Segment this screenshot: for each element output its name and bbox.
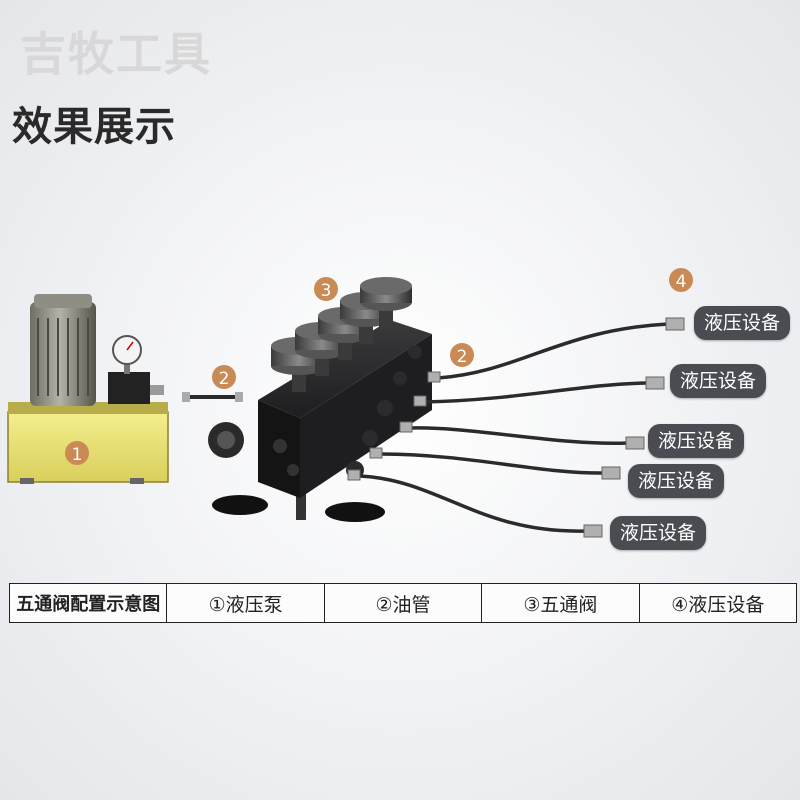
marker-1-label: 1: [72, 445, 83, 465]
oil-hoses: [359, 322, 669, 533]
legend-item-pump: ①液压泵: [167, 584, 325, 622]
valve-knob: [360, 277, 412, 328]
hose-to-equipment-2: [423, 381, 649, 404]
hose-to-equipment-3: [409, 426, 629, 446]
pump-motor-cap: [34, 294, 92, 308]
valve-knobs: [271, 277, 412, 392]
equipment-label: 液压设备: [694, 306, 791, 340]
short-hose: 2: [182, 365, 243, 402]
legend-item-valve: ③五通阀: [482, 584, 640, 622]
equipment-label: 液压设备: [628, 464, 725, 498]
equipment-label: 液压设备: [648, 424, 745, 458]
equipment-label: 液压设备: [670, 364, 767, 398]
valve-foot-left: [212, 495, 268, 515]
valve-foot-right: [325, 502, 385, 522]
marker-2-right-badge: [450, 343, 474, 367]
pump-motor: [30, 302, 96, 406]
marker-4-label: 4: [676, 272, 687, 292]
legend-title: 五通阀配置示意图: [10, 584, 168, 622]
five-way-valve: 3: [208, 277, 432, 522]
valve-top-face: [258, 320, 432, 418]
hose-to-equipment-1: [437, 322, 669, 380]
pump-tank: [7, 411, 169, 483]
hose-fittings: [347, 317, 685, 538]
hose-to-equipment-5: [359, 474, 587, 533]
equipment-label: 液压设备: [610, 516, 707, 550]
pump-valve-block: [108, 372, 150, 404]
hydraulic-pump: 1: [7, 294, 169, 484]
marker-2-left-label: 2: [219, 369, 230, 389]
marker-2-right-label: 2: [457, 347, 468, 367]
legend-item-hose: ②油管: [325, 584, 483, 622]
page-heading: 效果展示: [12, 104, 176, 150]
marker-3-badge: [314, 277, 338, 301]
marker-3-label: 3: [321, 281, 332, 301]
marker-1-badge: [65, 441, 89, 465]
marker-4-badge: [669, 268, 693, 292]
brand-watermark: 吉牧工具: [20, 27, 212, 81]
legend-table: 五通阀配置示意图 ①液压泵 ②油管 ③五通阀 ④液压设备: [9, 583, 797, 623]
hose-to-equipment-4: [379, 452, 605, 475]
legend-item-equipment: ④液压设备: [671, 593, 765, 616]
motor-fins: [37, 318, 89, 396]
marker-2-left-badge: [212, 365, 236, 389]
